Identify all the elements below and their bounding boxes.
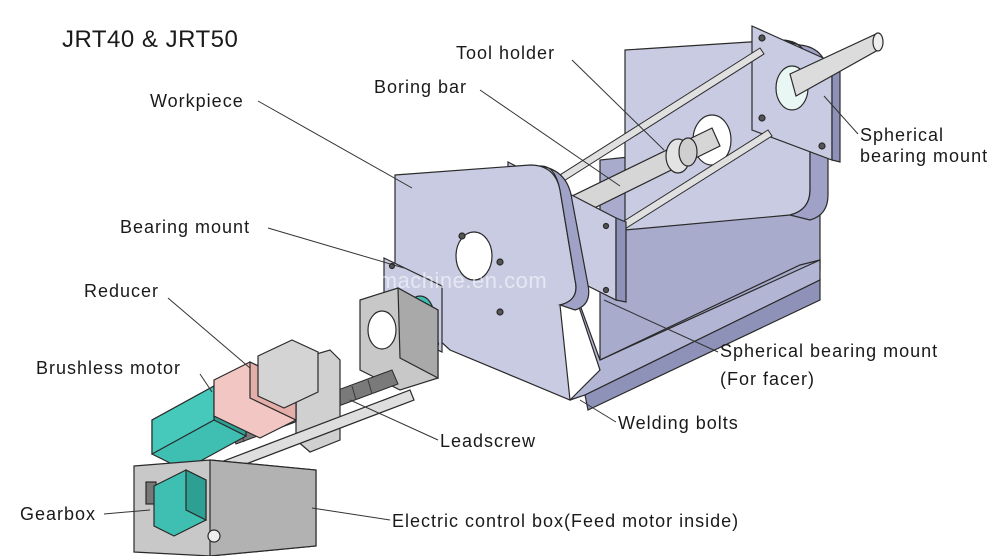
output-shaft xyxy=(789,32,884,97)
label-leadscrew: Leadscrew xyxy=(440,431,537,451)
label-spherical-bearing-mount-facer-line2: (For facer) xyxy=(720,369,816,389)
label-tool-holder: Tool holder xyxy=(456,43,556,63)
front-frame xyxy=(394,164,590,401)
label-boring-bar: Boring bar xyxy=(374,77,468,97)
label-electric-control-box: Electric control box(Feed motor inside) xyxy=(392,511,740,531)
drive-block xyxy=(359,286,439,391)
diagram-title: JRT40 & JRT50 xyxy=(62,26,239,53)
label-spherical-bearing-mount-line2: bearing mount xyxy=(860,146,989,166)
label-brushless-motor: Brushless motor xyxy=(36,358,182,378)
watermark-text: thlmachine.en.com xyxy=(354,268,548,293)
label-welding-bolts: Welding bolts xyxy=(618,413,739,433)
label-spherical-bearing-mount-facer-line1: Spherical bearing mount xyxy=(720,341,939,361)
label-workpiece: Workpiece xyxy=(150,91,244,111)
coupling-housing xyxy=(257,339,319,409)
spherical-bearing-mount-rear xyxy=(751,25,841,163)
label-bearing-mount: Bearing mount xyxy=(120,217,251,237)
label-gearbox: Gearbox xyxy=(20,504,97,524)
gearbox xyxy=(153,469,207,537)
label-reducer: Reducer xyxy=(84,281,160,301)
label-spherical-bearing-mount-line1: Spherical xyxy=(860,125,945,145)
leader-lines xyxy=(103,59,859,521)
